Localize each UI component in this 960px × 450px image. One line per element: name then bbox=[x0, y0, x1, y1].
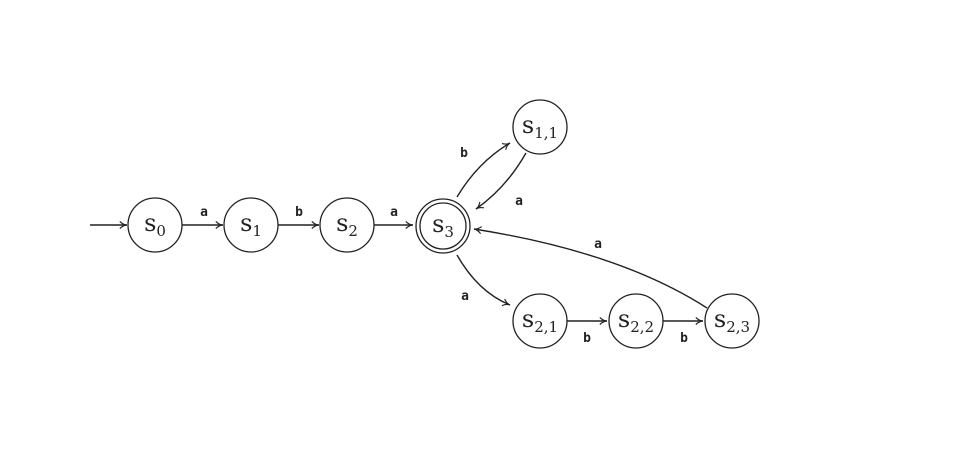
transition-label: a bbox=[515, 194, 523, 209]
state-name: s bbox=[618, 305, 630, 333]
state-s0: s0 bbox=[127, 197, 183, 253]
state-subscript: 3 bbox=[444, 223, 454, 241]
state-label: s2,2 bbox=[618, 305, 654, 336]
state-circle bbox=[608, 293, 664, 349]
transition-s3-s11 bbox=[456, 142, 511, 198]
state-name: s bbox=[522, 111, 534, 139]
transition-s23-s3 bbox=[473, 226, 708, 309]
accepting-ring bbox=[419, 202, 467, 250]
transition-label: b bbox=[583, 331, 591, 346]
state-name: s bbox=[240, 209, 252, 237]
state-subscript: 2,2 bbox=[630, 318, 654, 336]
state-label: s1,1 bbox=[522, 111, 558, 142]
state-s21: s2,1 bbox=[512, 293, 568, 349]
state-s23: s2,3 bbox=[704, 293, 760, 349]
state-label: s2,1 bbox=[522, 305, 558, 336]
state-name: s bbox=[432, 210, 444, 238]
state-s11: s1,1 bbox=[512, 99, 568, 155]
state-circle bbox=[127, 197, 183, 253]
state-subscript: 1 bbox=[252, 222, 262, 240]
transition-label: a bbox=[594, 237, 602, 252]
state-circle bbox=[319, 197, 375, 253]
state-label: s1 bbox=[240, 209, 262, 240]
state-name: s bbox=[714, 305, 726, 333]
state-circle bbox=[512, 293, 568, 349]
state-label: s3 bbox=[432, 210, 454, 241]
state-label: s2,3 bbox=[714, 305, 750, 336]
state-subscript: 2,3 bbox=[726, 318, 750, 336]
state-name: s bbox=[144, 209, 156, 237]
transition-s3-s21 bbox=[456, 254, 511, 307]
state-subscript: 2 bbox=[348, 222, 358, 240]
state-s2: s2 bbox=[319, 197, 375, 253]
transition-label: a bbox=[390, 205, 398, 220]
state-subscript: 2,1 bbox=[534, 318, 558, 336]
state-name: s bbox=[522, 305, 534, 333]
transition-label: b bbox=[295, 205, 303, 220]
state-circle bbox=[704, 293, 760, 349]
transition-label: b bbox=[460, 146, 468, 161]
state-subscript: 1,1 bbox=[534, 124, 558, 142]
transition-label: a bbox=[200, 205, 208, 220]
transition-label: b bbox=[680, 331, 688, 346]
transition-label: a bbox=[461, 289, 469, 304]
state-subscript: 0 bbox=[156, 222, 166, 240]
state-label: s0 bbox=[144, 209, 166, 240]
state-circle bbox=[223, 197, 279, 253]
state-name: s bbox=[336, 209, 348, 237]
state-s1: s1 bbox=[223, 197, 279, 253]
state-s3: s3 bbox=[415, 198, 471, 254]
state-s22: s2,2 bbox=[608, 293, 664, 349]
state-circle bbox=[512, 99, 568, 155]
state-label: s2 bbox=[336, 209, 358, 240]
transition-s11-s3 bbox=[475, 152, 527, 210]
